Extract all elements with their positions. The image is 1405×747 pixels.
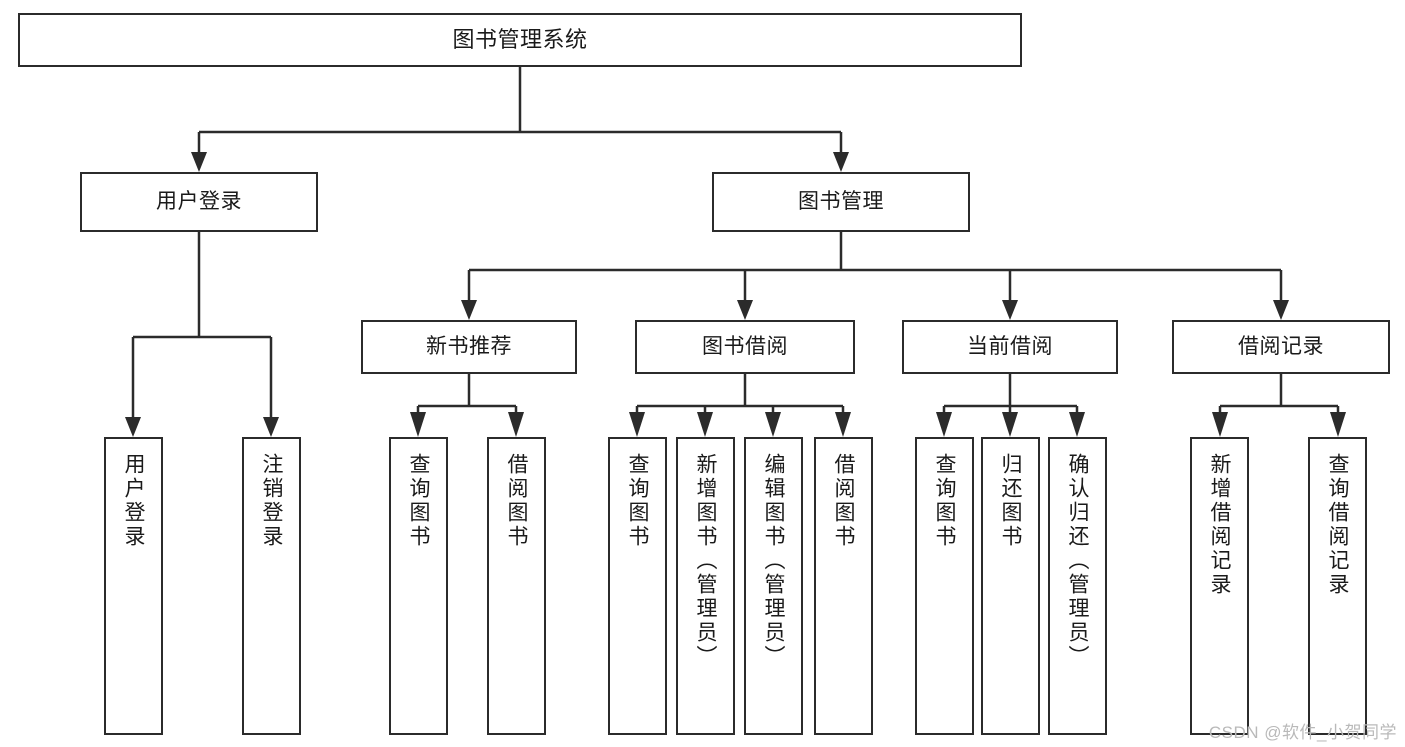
node-label: 编辑图书（管理员） — [762, 453, 785, 669]
node-label: 图书管理系统 — [452, 26, 588, 52]
node-label: 图书管理 — [798, 190, 884, 214]
node-label: 借阅图书 — [832, 453, 855, 549]
node-borrow-record[interactable]: 借阅记录 — [1172, 320, 1390, 374]
node-label: 借阅记录 — [1238, 335, 1324, 359]
node-label: 查询图书 — [626, 453, 649, 549]
node-label: 注销登录 — [260, 453, 283, 549]
node-user-login[interactable]: 用户登录 — [80, 172, 318, 232]
leaf-recommend-query-book[interactable]: 查询图书 — [389, 437, 448, 735]
node-label: 用户登录 — [122, 453, 145, 549]
node-label: 图书借阅 — [702, 335, 788, 359]
leaf-borrow-query-book[interactable]: 查询图书 — [608, 437, 667, 735]
watermark-text: CSDN @软件_小贺同学 — [1208, 723, 1397, 742]
leaf-record-add-record[interactable]: 新增借阅记录 — [1190, 437, 1249, 735]
leaf-current-return-book[interactable]: 归还图书 — [981, 437, 1040, 735]
node-label: 借阅图书 — [505, 453, 528, 549]
leaf-current-confirm-return-admin[interactable]: 确认归还（管理员） — [1048, 437, 1107, 735]
node-label: 查询图书 — [933, 453, 956, 549]
node-book-management[interactable]: 图书管理 — [712, 172, 970, 232]
leaf-borrow-add-book-admin[interactable]: 新增图书（管理员） — [676, 437, 735, 735]
node-current-borrow[interactable]: 当前借阅 — [902, 320, 1118, 374]
node-label: 新增借阅记录 — [1208, 453, 1231, 597]
leaf-borrow-edit-book-admin[interactable]: 编辑图书（管理员） — [744, 437, 803, 735]
node-label: 当前借阅 — [967, 335, 1053, 359]
leaf-record-query-record[interactable]: 查询借阅记录 — [1308, 437, 1367, 735]
node-root-system[interactable]: 图书管理系统 — [18, 13, 1022, 67]
node-label: 确认归还（管理员） — [1066, 453, 1089, 669]
node-label: 新增图书（管理员） — [694, 453, 717, 669]
node-new-book-recommend[interactable]: 新书推荐 — [361, 320, 577, 374]
node-label: 用户登录 — [156, 190, 242, 214]
leaf-current-query-book[interactable]: 查询图书 — [915, 437, 974, 735]
node-label: 查询图书 — [407, 453, 430, 549]
leaf-user-login-signin[interactable]: 用户登录 — [104, 437, 163, 735]
leaf-borrow-borrow-book[interactable]: 借阅图书 — [814, 437, 873, 735]
leaf-user-login-signout[interactable]: 注销登录 — [242, 437, 301, 735]
node-label: 查询借阅记录 — [1326, 453, 1349, 597]
leaf-recommend-borrow-book[interactable]: 借阅图书 — [487, 437, 546, 735]
node-label: 归还图书 — [999, 453, 1022, 549]
node-book-borrow[interactable]: 图书借阅 — [635, 320, 855, 374]
node-label: 新书推荐 — [426, 335, 512, 359]
